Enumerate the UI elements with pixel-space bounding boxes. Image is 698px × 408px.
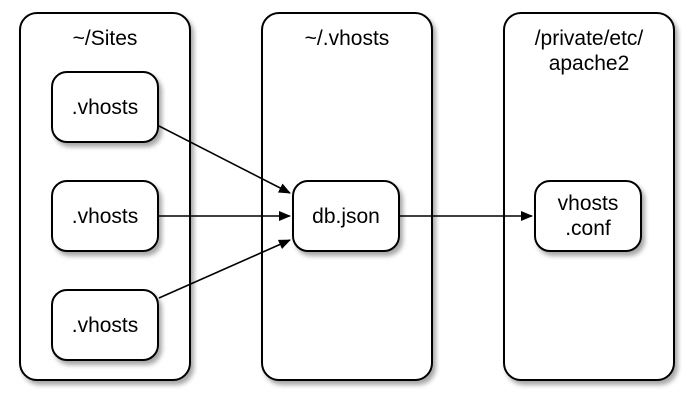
lane-sites-title: ~/Sites — [72, 27, 138, 50]
node-site-vhosts-1: .vhosts — [51, 71, 159, 143]
node-db-json: db.json — [292, 180, 400, 252]
node-site-vhosts-2: .vhosts — [51, 180, 159, 252]
lane-vhosts-dir-title: ~/.vhosts — [304, 27, 390, 50]
node-site-vhosts-3: .vhosts — [51, 289, 159, 361]
lane-vhosts-dir: ~/.vhosts — [261, 12, 433, 381]
node-vhosts-conf: vhosts .conf — [534, 180, 642, 252]
lane-apache2-title: /private/etc/ apache2 — [534, 27, 644, 75]
